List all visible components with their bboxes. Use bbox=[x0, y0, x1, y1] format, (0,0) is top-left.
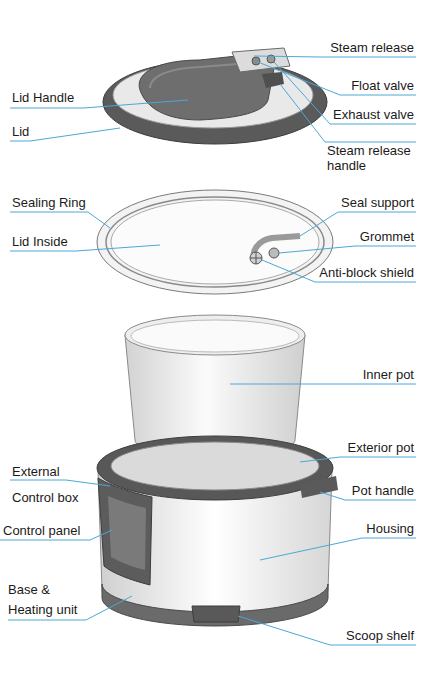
control-panel bbox=[108, 496, 146, 570]
leader-line bbox=[274, 62, 416, 124]
part-label: Lid Handle bbox=[12, 90, 74, 105]
control-box bbox=[98, 478, 152, 585]
leader-line bbox=[258, 62, 416, 95]
inner-pot-rim bbox=[125, 315, 305, 355]
part-label: Grommet bbox=[360, 229, 414, 244]
exterior-pot bbox=[111, 442, 319, 490]
sealing-ring bbox=[106, 197, 324, 287]
part-label: Float valve bbox=[351, 78, 414, 93]
part-label: Exterior pot bbox=[348, 440, 414, 455]
leader-line bbox=[279, 246, 416, 253]
leader-line bbox=[254, 56, 416, 57]
lid-handle bbox=[139, 54, 274, 120]
leader-line bbox=[10, 480, 110, 486]
part-label: Steam release bbox=[330, 40, 414, 55]
base-band bbox=[102, 584, 328, 626]
lid-drawing bbox=[103, 48, 327, 144]
housing-drawing bbox=[97, 436, 338, 626]
part-label: Pot handle bbox=[352, 483, 414, 498]
part-label: Base & Heating unit bbox=[8, 580, 88, 620]
steam-release bbox=[232, 48, 290, 72]
scoop-shelf bbox=[192, 606, 240, 622]
exterior-pot-rim bbox=[97, 436, 333, 500]
leader-line bbox=[230, 384, 416, 385]
pot-handle bbox=[300, 476, 338, 498]
handle-highlight bbox=[150, 63, 250, 88]
part-label: Seal support bbox=[341, 195, 414, 210]
part-label: Inner pot bbox=[363, 367, 414, 382]
part-label: Steam release handle bbox=[327, 143, 419, 173]
leader-line bbox=[300, 457, 416, 462]
valve-detail bbox=[250, 252, 262, 264]
part-label: Exhaust valve bbox=[333, 107, 414, 122]
part-label: Housing bbox=[366, 521, 414, 536]
lid-inside-outer bbox=[97, 190, 333, 294]
leader-line bbox=[238, 616, 416, 645]
leader-line bbox=[262, 260, 416, 282]
part-label: Sealing Ring bbox=[12, 195, 86, 210]
grommet bbox=[269, 248, 279, 258]
part-label: Lid bbox=[12, 124, 29, 139]
part-label: External Control box bbox=[12, 459, 92, 511]
part-label: Control panel bbox=[3, 523, 80, 538]
lid-inside-drawing bbox=[97, 190, 333, 294]
anti-block-shield bbox=[250, 252, 262, 264]
leader-line bbox=[260, 538, 416, 560]
leader-line bbox=[10, 212, 110, 228]
part-label: Anti-block shield bbox=[319, 265, 414, 280]
lid-inside-face bbox=[111, 200, 319, 284]
float-valve bbox=[252, 57, 260, 65]
part-label: Lid Inside bbox=[12, 234, 68, 249]
part-label: Scoop shelf bbox=[346, 628, 414, 643]
inner-pot-mouth bbox=[131, 320, 299, 352]
